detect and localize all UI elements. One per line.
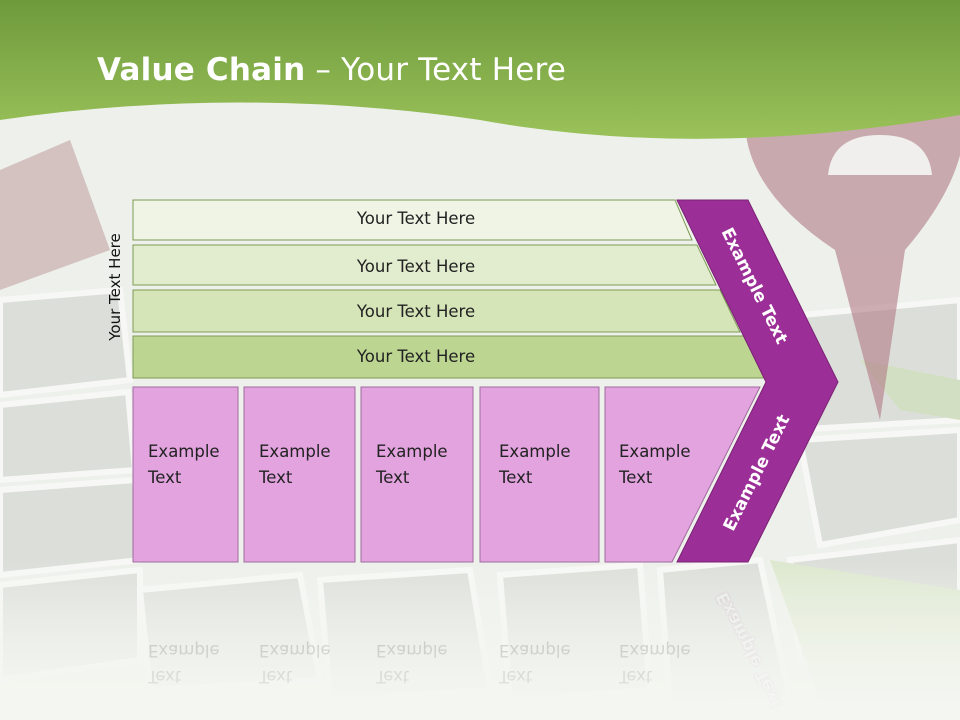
activity-box-2 xyxy=(243,386,356,563)
box-line2: Text xyxy=(376,468,410,487)
activity-box-3 xyxy=(360,386,474,563)
box-line2: Text xyxy=(499,468,533,487)
support-activities-label: Your Text Here xyxy=(106,233,124,341)
row-label-2: Your Text Here xyxy=(356,257,476,276)
box-line2: Text xyxy=(148,468,182,487)
box-line1: Example xyxy=(259,442,331,461)
page-title: Value Chain – Your Text Here xyxy=(97,52,566,88)
row-label-1: Your Text Here xyxy=(356,209,476,228)
box-line1: Example xyxy=(148,442,220,461)
activity-box-4 xyxy=(479,386,600,563)
margin-arrow xyxy=(676,199,839,563)
activity-box-5 xyxy=(604,386,761,563)
row-band-2 xyxy=(132,244,717,286)
title-rest: – Your Text Here xyxy=(305,52,567,88)
row-band-1 xyxy=(132,199,693,241)
box-line1: Example xyxy=(619,442,691,461)
row-label-4: Your Text Here xyxy=(356,347,476,366)
row-label-3: Your Text Here xyxy=(356,302,476,321)
box-line2: Text xyxy=(619,468,653,487)
box-line2: Text xyxy=(259,468,293,487)
row-band-3 xyxy=(132,289,741,333)
activity-box-1 xyxy=(132,386,239,563)
box-line1: Example xyxy=(376,442,448,461)
title-bold: Value Chain xyxy=(97,52,306,88)
box-line1: Example xyxy=(499,442,571,461)
